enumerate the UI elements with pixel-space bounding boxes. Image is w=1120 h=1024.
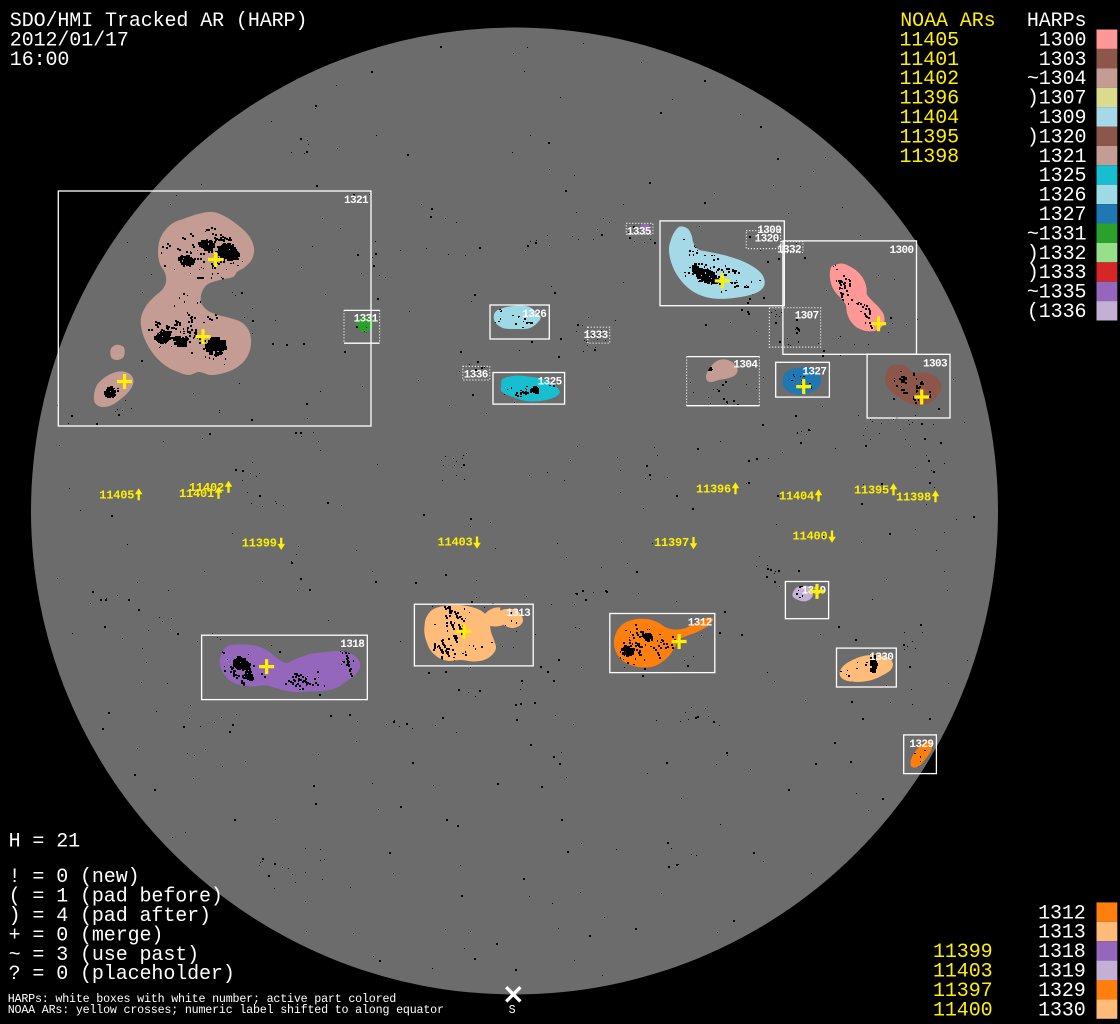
svg-text:NOAA ARs: yellow crosses; nume: NOAA ARs: yellow crosses; numeric label … xyxy=(8,1003,444,1017)
svg-text:1327: 1327 xyxy=(1039,204,1087,227)
svg-text:1326: 1326 xyxy=(522,309,546,321)
svg-text:1300: 1300 xyxy=(1039,29,1087,52)
svg-text:11405: 11405 xyxy=(900,29,960,52)
svg-text:S: S xyxy=(509,1003,516,1017)
svg-text:1304: 1304 xyxy=(733,360,758,372)
svg-text:1313: 1313 xyxy=(1038,922,1086,945)
svg-text:( = 1 (pad before): ( = 1 (pad before) xyxy=(9,886,223,909)
svg-text:11402: 11402 xyxy=(900,68,960,91)
svg-text:)1307: )1307 xyxy=(1027,88,1087,111)
svg-text:~ = 3 (use past): ~ = 3 (use past) xyxy=(9,944,199,967)
svg-text:11404: 11404 xyxy=(900,107,960,130)
svg-text:+ = 0 (merge): + = 0 (merge) xyxy=(9,924,164,947)
svg-text:)1320: )1320 xyxy=(1027,126,1087,149)
svg-text:1313: 1313 xyxy=(506,608,531,620)
svg-text:1321: 1321 xyxy=(344,195,369,207)
svg-text:1307: 1307 xyxy=(795,311,819,323)
svg-text:)1332: )1332 xyxy=(1027,243,1087,266)
svg-text:1325: 1325 xyxy=(1039,165,1087,188)
svg-text:1329: 1329 xyxy=(909,739,933,751)
svg-text:2012/01/17: 2012/01/17 xyxy=(10,29,129,52)
svg-text:1303: 1303 xyxy=(923,358,948,370)
svg-text:1332: 1332 xyxy=(777,245,801,257)
svg-text:~1304: ~1304 xyxy=(1027,68,1087,91)
svg-text:1333: 1333 xyxy=(584,330,609,342)
svg-text:)1333: )1333 xyxy=(1027,262,1087,285)
svg-text:11396: 11396 xyxy=(900,88,960,111)
svg-text:1327: 1327 xyxy=(802,366,826,378)
svg-text:11397: 11397 xyxy=(654,536,689,550)
svg-text:1318: 1318 xyxy=(340,639,365,651)
svg-text:11395: 11395 xyxy=(854,484,889,498)
svg-text:16:00: 16:00 xyxy=(10,49,70,72)
svg-text:1335: 1335 xyxy=(627,226,652,238)
svg-text:1330: 1330 xyxy=(869,652,893,664)
svg-text:11398: 11398 xyxy=(896,491,931,505)
svg-text:~1331: ~1331 xyxy=(1027,223,1087,246)
svg-text:11401: 11401 xyxy=(900,49,960,72)
svg-text:HARPs: white boxes with white: HARPs: white boxes with white number; ac… xyxy=(8,992,396,1006)
svg-text:~1335: ~1335 xyxy=(1027,282,1087,305)
svg-text:1312: 1312 xyxy=(688,618,712,630)
svg-text:? = 0 (placeholder): ? = 0 (placeholder) xyxy=(9,963,235,986)
svg-text:1329: 1329 xyxy=(1038,980,1086,1003)
svg-text:1330: 1330 xyxy=(1038,999,1086,1022)
svg-text:1303: 1303 xyxy=(1039,49,1087,72)
svg-text:1318: 1318 xyxy=(1038,941,1086,964)
svg-text:11405: 11405 xyxy=(99,489,134,503)
svg-text:1309: 1309 xyxy=(1039,107,1087,130)
svg-text:11397: 11397 xyxy=(933,980,993,1003)
svg-text:(1336: (1336 xyxy=(1027,301,1087,324)
svg-text:11400: 11400 xyxy=(793,530,828,544)
svg-text:) = 4 (pad after): ) = 4 (pad after) xyxy=(9,905,211,928)
svg-text:1309: 1309 xyxy=(757,225,781,237)
svg-text:11401: 11401 xyxy=(179,487,214,501)
svg-text:11399: 11399 xyxy=(242,537,277,551)
svg-text:HARPs: HARPs xyxy=(1027,10,1087,33)
svg-text:1326: 1326 xyxy=(1039,185,1087,208)
svg-text:11404: 11404 xyxy=(779,490,814,504)
svg-text:H = 21: H = 21 xyxy=(9,830,81,853)
svg-text:1319: 1319 xyxy=(1038,961,1086,984)
svg-text:SDO/HMI Tracked AR (HARP): SDO/HMI Tracked AR (HARP) xyxy=(10,10,308,33)
svg-text:1320: 1320 xyxy=(755,234,779,246)
svg-text:NOAA ARs: NOAA ARs xyxy=(900,10,995,33)
svg-text:11400: 11400 xyxy=(933,999,993,1022)
svg-text:11399: 11399 xyxy=(933,941,993,964)
svg-text:1325: 1325 xyxy=(538,377,563,389)
svg-text:11402: 11402 xyxy=(189,481,224,495)
svg-text:! = 0 (new): ! = 0 (new) xyxy=(9,866,140,889)
svg-text:1300: 1300 xyxy=(889,245,913,257)
svg-text:11396: 11396 xyxy=(696,483,731,497)
svg-text:1336: 1336 xyxy=(464,369,488,381)
svg-text:11403: 11403 xyxy=(438,536,473,550)
svg-text:11403: 11403 xyxy=(933,961,993,984)
svg-text:11398: 11398 xyxy=(900,146,960,169)
svg-text:11395: 11395 xyxy=(900,126,960,149)
svg-text:1331: 1331 xyxy=(354,313,379,325)
svg-text:1321: 1321 xyxy=(1039,146,1087,169)
svg-text:1312: 1312 xyxy=(1038,902,1086,925)
